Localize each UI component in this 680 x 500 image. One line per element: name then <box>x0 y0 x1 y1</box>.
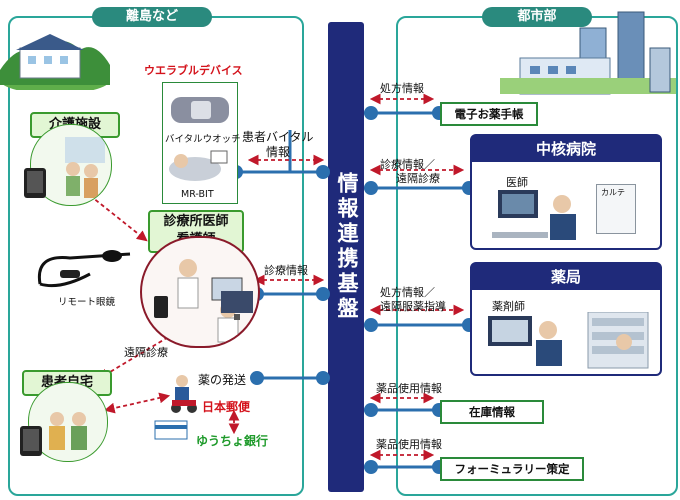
vital-watch-illustration <box>171 97 229 123</box>
mr-bit-illustration <box>169 150 228 181</box>
core-hospital-box: 中核病院 医師 カルテ <box>470 134 662 250</box>
diag-remote-line1: 診療情報／ <box>380 158 435 171</box>
node-formulary-bar <box>364 460 378 474</box>
doctor-label: 医師 <box>506 176 528 189</box>
japan-post-label: 日本郵便 <box>202 400 251 414</box>
medical-chart-card: カルテ <box>596 184 636 234</box>
node-diag-bar-right <box>364 181 378 195</box>
remote-glasses-icon <box>37 250 131 288</box>
node-vital-bar <box>316 165 330 179</box>
courier-icon <box>171 375 197 413</box>
island-buildings-illustration <box>0 34 110 90</box>
remote-glasses-label: リモート眼鏡 <box>58 297 116 308</box>
inventory-info-box: 在庫情報 <box>440 400 544 424</box>
clinic-staff-icon <box>154 259 243 343</box>
node-rx-bar <box>364 106 378 120</box>
city-buildings-illustration <box>500 11 676 95</box>
clinic-monitor-icon <box>221 291 253 320</box>
drug-shipping-label: 薬の発送 <box>198 373 247 387</box>
diagnosis-info-left-label: 診療情報 <box>264 264 308 277</box>
remote-islands-tag: 離島など <box>92 7 212 27</box>
home-tablet-icon <box>20 426 42 456</box>
rx-guidance-line2: 遠隔服薬指導 <box>380 300 446 313</box>
core-hospital-title: 中核病院 <box>472 136 660 162</box>
patient-home-illustration <box>28 382 108 462</box>
bank-card-icon <box>154 420 188 440</box>
vital-watch-label: バイタルウオッチ <box>165 134 241 145</box>
node-pharm-bar <box>364 318 378 332</box>
wearable-title: ウエラブルデバイス <box>144 64 243 77</box>
platform-label: 情報連携基盤 <box>335 172 359 322</box>
clinic-line1: 診療所医師 <box>163 214 229 229</box>
yucho-bank-label: ゆうちょ銀行 <box>196 434 269 448</box>
drug-usage-info-label-1: 薬品使用情報 <box>376 382 442 395</box>
drug-usage-info-label-2: 薬品使用情報 <box>376 438 442 451</box>
karte-label: カルテ <box>601 188 625 197</box>
family-icon <box>49 412 87 450</box>
urban-tag: 都市部 <box>482 7 592 27</box>
care-staff-icon <box>65 137 105 198</box>
e-medication-notebook-box: 電子お薬手帳 <box>440 102 538 126</box>
pharmacy-title: 薬局 <box>472 264 660 290</box>
rx-guidance-line1: 処方情報／ <box>380 286 435 299</box>
pharmacist-illustration <box>488 312 649 369</box>
remote-consultation-label: 遠隔診療 <box>124 346 168 359</box>
node-shipping-bar <box>316 371 330 385</box>
wearable-device-box: バイタルウオッチ MR-BIT <box>162 82 241 204</box>
doctor-at-computer-icon <box>492 190 576 240</box>
formulary-planning-box: フォーミュラリー策定 <box>440 457 584 481</box>
mr-bit-label: MR-BIT <box>181 189 214 200</box>
vital-info-line1: 患者バイタル <box>242 130 314 144</box>
tablet-icon <box>24 168 46 198</box>
pharmacist-label: 薬剤師 <box>492 300 525 313</box>
node-shipping-left <box>250 371 264 385</box>
node-diagnosis-bar <box>316 287 330 301</box>
prescription-info-label: 処方情報 <box>380 82 424 95</box>
node-inventory-bar <box>364 403 378 417</box>
vital-info-line2: 情報 <box>266 145 291 159</box>
diag-remote-line2: 遠隔診療 <box>396 172 440 185</box>
pharmacy-box: 薬局 薬剤師 <box>470 262 662 376</box>
information-platform-bar: 情報連携基盤 <box>328 22 364 492</box>
